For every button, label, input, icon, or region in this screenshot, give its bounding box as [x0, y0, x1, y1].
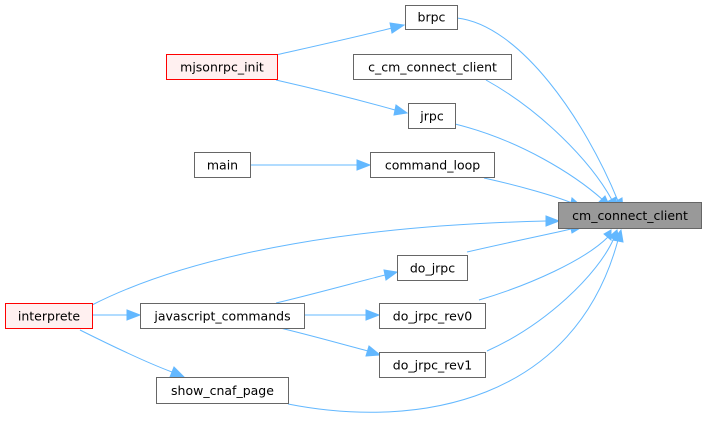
node-command-loop[interactable]: command_loop [370, 152, 495, 178]
node-label: interprete [18, 309, 81, 324]
edge-interprete-to-show-cnaf-page [79, 329, 186, 378]
node-javascript-commands[interactable]: javascript_commands [140, 303, 305, 329]
node-label: cm_connect_client [572, 208, 688, 223]
node-label: mjsonrpc_init [180, 60, 264, 75]
node-label: javascript_commands [153, 309, 290, 324]
node-jrpc[interactable]: jrpc [408, 103, 456, 129]
edge-interprete-to-cm-connect-client [91, 215, 561, 306]
edge-brpc-to-cm-connect-client [456, 17, 624, 212]
node-label: do_jrpc_rev1 [393, 358, 472, 373]
node-label: do_jrpc_rev0 [393, 309, 472, 324]
node-c-cm-connect-client[interactable]: c_cm_connect_client [353, 54, 512, 80]
node-label: brpc [418, 10, 446, 25]
node-brpc[interactable]: brpc [405, 5, 458, 30]
node-label: main [207, 158, 238, 173]
edge-main-to-command-loop [250, 159, 372, 171]
edge-c-cm-connect-client-to-cm-connect-client [485, 79, 617, 211]
node-do-jrpc-rev0[interactable]: do_jrpc_rev0 [379, 303, 486, 329]
edge-show-cnaf-page-to-cm-connect-client [287, 228, 624, 413]
edge-javascript-commands-to-do-jrpc-rev1 [275, 326, 382, 357]
node-cm-connect-client[interactable]: cm_connect_client [558, 202, 702, 229]
node-label: do_jrpc [410, 261, 455, 276]
edge-interprete-to-javascript-commands [92, 309, 142, 321]
node-label: show_cnaf_page [171, 383, 274, 398]
edge-do-jrpc-rev0-to-cm-connect-client [478, 229, 612, 301]
node-interprete[interactable]: interprete [5, 303, 93, 329]
edge-mjsonrpc-init-to-jrpc [275, 79, 409, 116]
node-main[interactable]: main [194, 152, 251, 178]
node-label: jrpc [419, 109, 444, 124]
edge-javascript-commands-to-do-jrpc [275, 269, 399, 304]
node-show-cnaf-page[interactable]: show_cnaf_page [156, 377, 289, 404]
node-label: c_cm_connect_client [368, 60, 497, 75]
edge-javascript-commands-to-do-jrpc-rev0 [304, 309, 381, 321]
node-label: command_loop [385, 158, 480, 173]
node-do-jrpc[interactable]: do_jrpc [397, 255, 468, 281]
node-do-jrpc-rev1[interactable]: do_jrpc_rev1 [379, 352, 486, 378]
edge-mjsonrpc-init-to-brpc [275, 22, 406, 56]
node-mjsonrpc-init[interactable]: mjsonrpc_init [166, 54, 278, 80]
